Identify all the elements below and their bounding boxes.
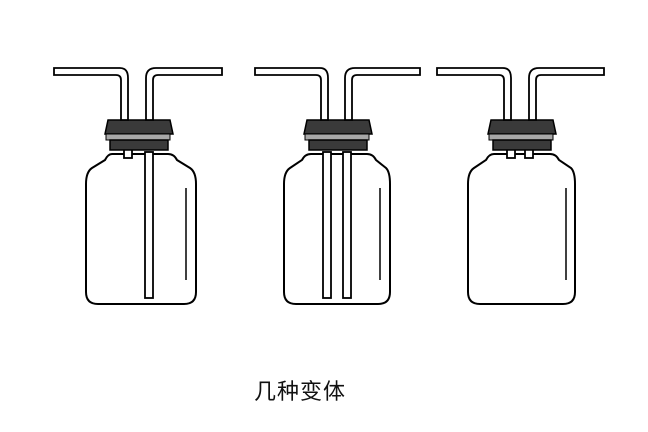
bottle-2-right-long-tube xyxy=(342,151,352,299)
bottle-1-stopper-bottom xyxy=(109,139,169,151)
bottle-1-long-tube xyxy=(144,151,154,299)
wash-bottle-1 xyxy=(53,67,223,305)
bottle-2-stopper-bottom xyxy=(308,139,368,151)
bottle-2-stopper-band xyxy=(304,133,370,141)
bottle-3-stopper-top xyxy=(487,119,557,135)
bottle-3-outlet-tube xyxy=(528,67,605,121)
bottle-3-inlet-tube xyxy=(436,67,512,121)
bottle-1-body xyxy=(85,153,197,305)
bottle-2-left-long-tube xyxy=(322,151,332,299)
bottle-1-outlet-tube xyxy=(145,67,223,121)
bottle-1-stopper-top xyxy=(104,119,174,135)
diagram-caption: 几种变体 xyxy=(253,380,346,405)
bottle-2-stopper-top xyxy=(303,119,373,135)
bottle-3-stopper-band xyxy=(488,133,554,141)
wash-bottle-2 xyxy=(254,67,421,305)
bottle-3-stopper-bottom xyxy=(492,139,552,151)
bottle-1-stopper-band xyxy=(105,133,171,141)
bottle-3-body xyxy=(467,153,576,305)
bottle-2-inlet-tube xyxy=(254,67,329,121)
bottle-2-outlet-tube xyxy=(344,67,421,121)
bottle-2-body xyxy=(283,153,391,305)
wash-bottle-3 xyxy=(436,67,605,305)
bottle-1-inlet-tube xyxy=(53,67,129,121)
